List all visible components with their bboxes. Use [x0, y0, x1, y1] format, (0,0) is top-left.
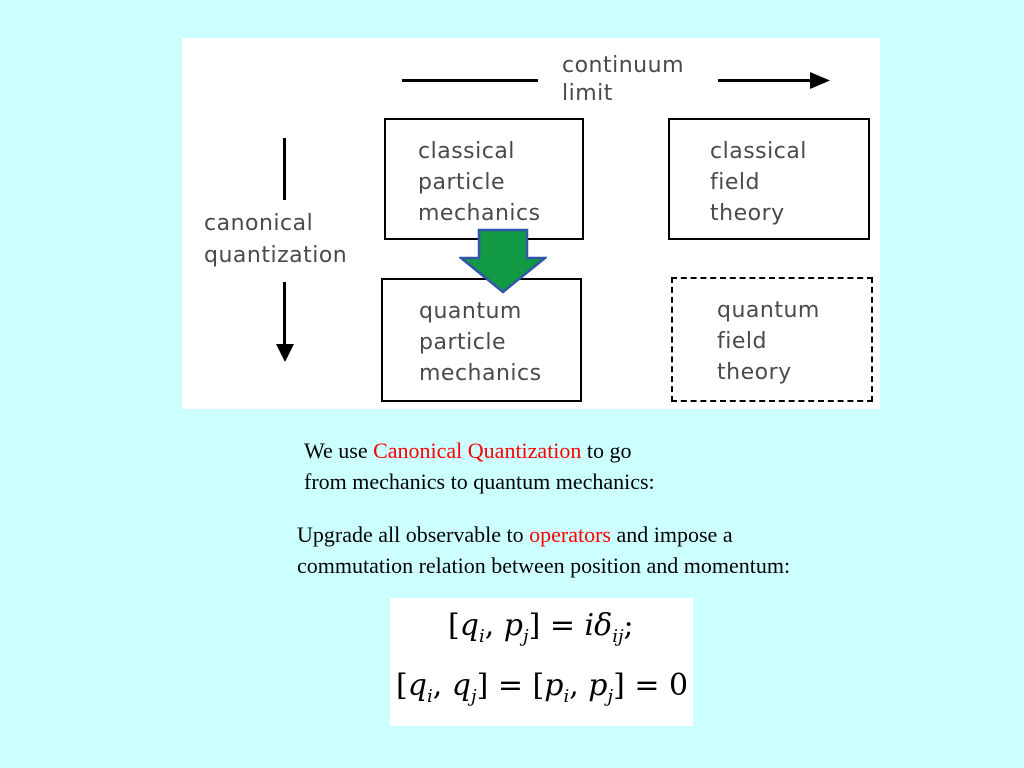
- quantum-particle-label: quantum particle mechanics: [419, 299, 542, 386]
- concept-diagram: continuum limit canonical quantization c…: [182, 38, 880, 409]
- quantum-field-label: quantum field theory: [717, 298, 820, 385]
- canonical-quantization-highlight: Canonical Quantization: [373, 438, 582, 463]
- classical-particle-label: classical particle mechanics: [418, 139, 541, 226]
- quantization-line-bottom: [283, 282, 286, 348]
- continuum-line-right: [718, 79, 818, 82]
- classical-particle-box: classical particle mechanics: [384, 118, 584, 240]
- upgrade-text: Upgrade all observable to operators and …: [297, 519, 790, 581]
- intro-text: We use Canonical Quantization to go from…: [304, 435, 655, 497]
- right-arrow-icon: [810, 72, 830, 89]
- formula-line-2: [qi, qj] = [pi, pj] = 0: [396, 668, 689, 707]
- classical-field-label: classical field theory: [710, 139, 807, 226]
- continuum-limit-label: continuum limit: [562, 53, 684, 106]
- intro-line-1: We use Canonical Quantization to go: [304, 438, 632, 463]
- down-arrow-icon: [276, 344, 294, 362]
- classical-field-box: classical field theory: [668, 118, 870, 240]
- canonical-quantization-label: canonical quantization: [204, 211, 348, 268]
- intro-line-2: from mechanics to quantum mechanics:: [304, 469, 655, 494]
- green-down-arrow-icon: [459, 228, 547, 294]
- quantum-particle-box: quantum particle mechanics: [381, 278, 582, 402]
- upgrade-line-2: commutation relation between position an…: [297, 553, 791, 578]
- continuum-line-left: [402, 79, 538, 82]
- upgrade-line-1: Upgrade all observable to operators and …: [297, 522, 733, 547]
- quantization-line-top: [283, 138, 286, 200]
- commutation-formula: [qi, pj] = iδij; [qi, qj] = [pi, pj] = 0: [390, 598, 693, 726]
- operators-highlight: operators: [529, 522, 611, 547]
- formula-line-1: [qi, pj] = iδij;: [448, 608, 634, 647]
- quantum-field-box: quantum field theory: [671, 277, 873, 402]
